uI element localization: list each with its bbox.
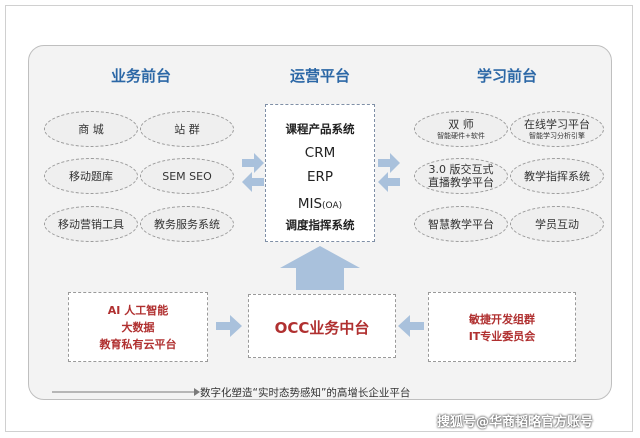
oval-label: 双 师 bbox=[448, 117, 474, 131]
arrow-ai-to-occ bbox=[216, 315, 242, 337]
learning-front-title: 学习前台 bbox=[476, 67, 537, 85]
ai-bigdata-box: AI 人工智能 大数据 教育私有云平台 bbox=[68, 292, 208, 362]
mis-text: MIS bbox=[297, 196, 323, 212]
arrow-left-to-center bbox=[242, 153, 264, 173]
oval-smart-teaching-platform: 智慧教学平台 bbox=[414, 206, 508, 242]
oval-label: 智慧教学平台 bbox=[428, 217, 494, 231]
ai-line: AI 人工智能 bbox=[107, 304, 169, 317]
course-product-system: 课程产品系统 bbox=[285, 122, 355, 136]
agile-dev-box: 敏捷开发组群 IT专业委员会 bbox=[428, 292, 576, 362]
oval-label: 教学指挥系统 bbox=[524, 169, 590, 183]
oval-label-2: 直播教学平台 bbox=[428, 176, 494, 189]
oval-academic-service-system: 教务服务系统 bbox=[140, 206, 234, 242]
oval-sem-seo: SEM SEO bbox=[140, 158, 234, 194]
caption-text: 数字化塑造“实时态势感知”的高增长企业平台 bbox=[200, 387, 411, 399]
oval-sublabel: 智能硬件+软件 bbox=[437, 131, 485, 140]
arrow-occ-up bbox=[280, 246, 360, 290]
oval-label: 学员互动 bbox=[535, 217, 579, 231]
oval-label: 3.0 版交互式 bbox=[428, 163, 494, 176]
oval-sublabel: 智能学习分析引擎 bbox=[529, 131, 585, 140]
mis-label: MIS(OA) bbox=[266, 193, 374, 212]
private-cloud-line: 教育私有云平台 bbox=[99, 338, 177, 351]
arrow-center-to-right bbox=[378, 153, 400, 173]
oval-label: 商 城 bbox=[78, 122, 104, 136]
it-committee-line: IT专业委员会 bbox=[468, 330, 536, 343]
dispatch-command-system: 调度指挥系统 bbox=[285, 218, 355, 232]
occ-label: OCC业务中台 bbox=[274, 319, 370, 337]
oval-online-learning-platform: 在线学习平台 智能学习分析引擎 bbox=[510, 111, 604, 147]
oval-label: SEM SEO bbox=[162, 169, 212, 183]
operations-platform-box: 课程产品系统 CRM ERP MIS(OA) 调度指挥系统 bbox=[265, 104, 375, 242]
oval-student-interaction: 学员互动 bbox=[510, 206, 604, 242]
oval-label: 在线学习平台 bbox=[524, 117, 590, 131]
oval-mobile-marketing-tools: 移动营销工具 bbox=[44, 206, 138, 242]
oval-label: 移动营销工具 bbox=[58, 217, 124, 231]
oval-label: 站 群 bbox=[174, 122, 200, 136]
oval-interactive-live-platform: 3.0 版交互式 直播教学平台 bbox=[414, 158, 508, 194]
oval-label: 教务服务系统 bbox=[154, 217, 220, 231]
arrow-right-to-center bbox=[378, 172, 400, 192]
oval-dual-teacher: 双 师 智能硬件+软件 bbox=[414, 111, 508, 147]
occ-middle-platform-box: OCC业务中台 bbox=[248, 294, 396, 358]
oval-mall: 商 城 bbox=[44, 111, 138, 147]
arrow-agile-to-occ bbox=[398, 315, 424, 337]
watermark: 搜狐号@华商韬略官方账号 bbox=[437, 415, 594, 430]
business-front-title: 业务前台 bbox=[110, 67, 171, 85]
arrow-center-to-left bbox=[242, 172, 264, 192]
agile-dev-line: 敏捷开发组群 bbox=[469, 313, 535, 326]
crm-label: CRM bbox=[304, 145, 336, 161]
mis-suffix: (OA) bbox=[322, 201, 343, 211]
oval-label: 移动题库 bbox=[69, 169, 113, 183]
bigdata-line: 大数据 bbox=[121, 321, 155, 334]
erp-label: ERP bbox=[306, 169, 334, 185]
oval-teaching-command-system: 教学指挥系统 bbox=[510, 158, 604, 194]
operations-platform-title: 运营平台 bbox=[289, 67, 350, 85]
oval-mobile-question-bank: 移动题库 bbox=[44, 158, 138, 194]
oval-site-cluster: 站 群 bbox=[140, 111, 234, 147]
caption-arrow-head bbox=[194, 388, 200, 396]
